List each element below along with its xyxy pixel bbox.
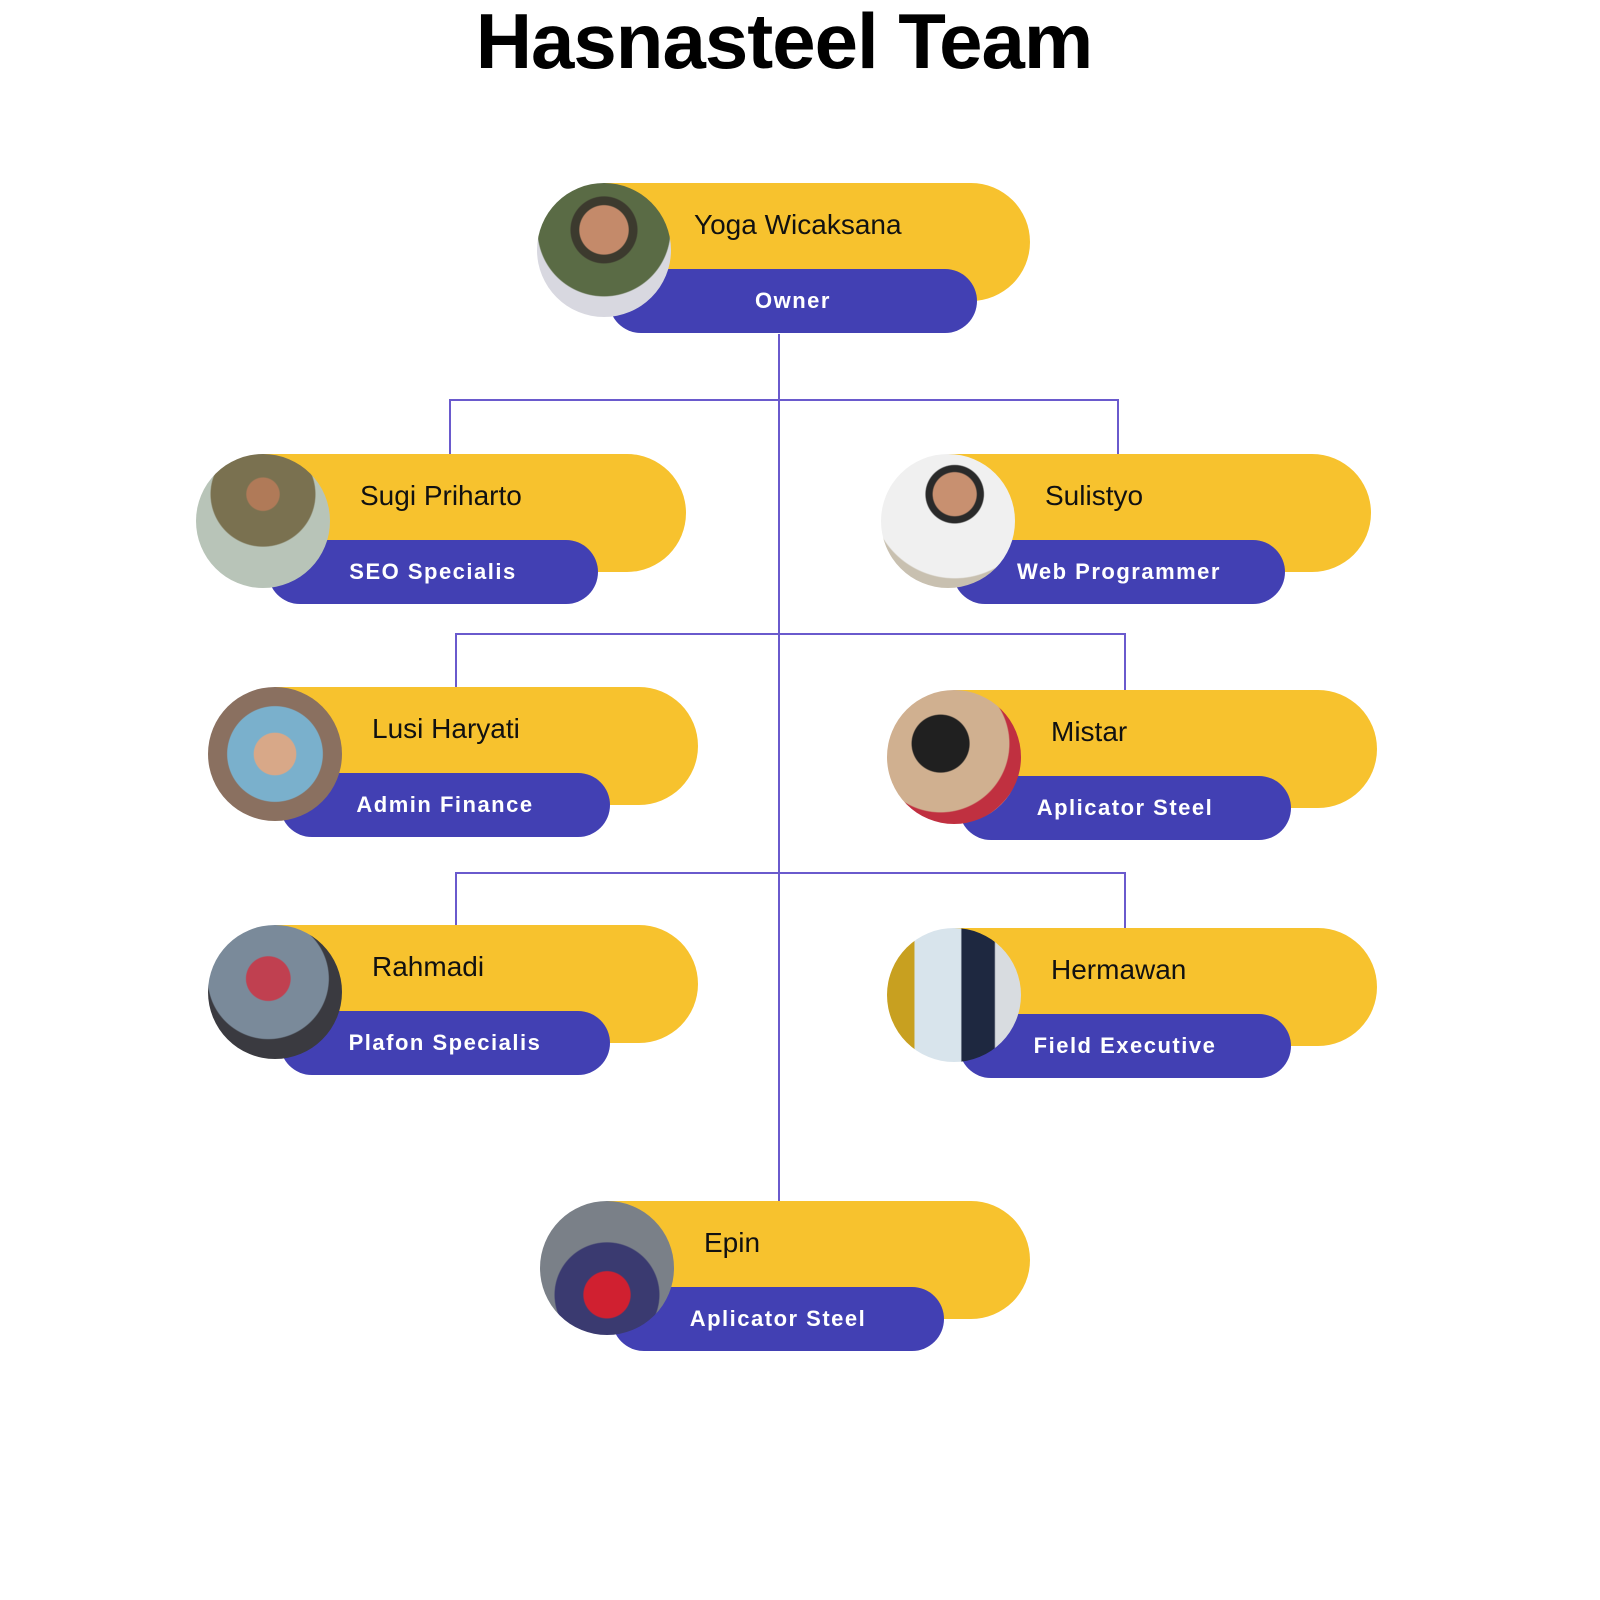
- connector-drop: [1117, 399, 1119, 455]
- member-name: Lusi Haryati: [372, 713, 520, 744]
- connector-row1: [449, 399, 1119, 401]
- member-card: Plafon Specialis Rahmadi: [208, 925, 708, 1077]
- member-card: Web Programmer Sulistyo: [881, 454, 1381, 606]
- avatar: [887, 690, 1021, 824]
- member-role: SEO Specialis: [349, 559, 517, 584]
- member-card: SEO Specialis Sugi Priharto: [196, 454, 696, 606]
- member-card-owner: Owner Yoga Wicaksana: [537, 183, 1037, 335]
- connector-drop: [1124, 633, 1126, 691]
- member-name: Yoga Wicaksana: [694, 209, 902, 240]
- member-role: Admin Finance: [356, 792, 534, 817]
- avatar: [887, 928, 1021, 1062]
- connector-row2: [455, 633, 1126, 635]
- member-name: Hermawan: [1051, 954, 1187, 985]
- avatar: [881, 454, 1015, 588]
- member-name: Sulistyo: [1045, 480, 1144, 511]
- avatar: [208, 925, 342, 1059]
- avatar: [540, 1201, 674, 1335]
- connector-drop: [1124, 872, 1126, 929]
- member-role: Aplicator Steel: [689, 1306, 867, 1331]
- member-name: Rahmadi: [372, 951, 485, 982]
- connector-trunk: [778, 334, 780, 1202]
- connector-drop: [455, 633, 457, 688]
- member-role: Owner: [755, 288, 831, 313]
- avatar: [537, 183, 671, 317]
- member-role: Web Programmer: [1017, 559, 1221, 584]
- member-card: Admin Finance Lusi Haryati: [208, 687, 708, 839]
- member-name: Mistar: [1051, 716, 1128, 747]
- page-title: Hasnasteel Team: [475, 0, 1094, 85]
- member-card: Aplicator Steel Epin: [540, 1201, 1040, 1353]
- connector-drop: [449, 399, 451, 455]
- member-name: Sugi Priharto: [360, 480, 522, 511]
- member-card: Aplicator Steel Mistar: [887, 690, 1387, 842]
- member-card: Field Executive Hermawan: [887, 928, 1387, 1080]
- member-role: Aplicator Steel: [1036, 795, 1214, 820]
- member-role: Field Executive: [1033, 1033, 1217, 1058]
- avatar: [196, 454, 330, 588]
- member-role: Plafon Specialis: [348, 1030, 542, 1055]
- avatar: [208, 687, 342, 821]
- connector-drop: [455, 872, 457, 926]
- member-name: Epin: [704, 1227, 761, 1258]
- connector-row3: [455, 872, 1126, 874]
